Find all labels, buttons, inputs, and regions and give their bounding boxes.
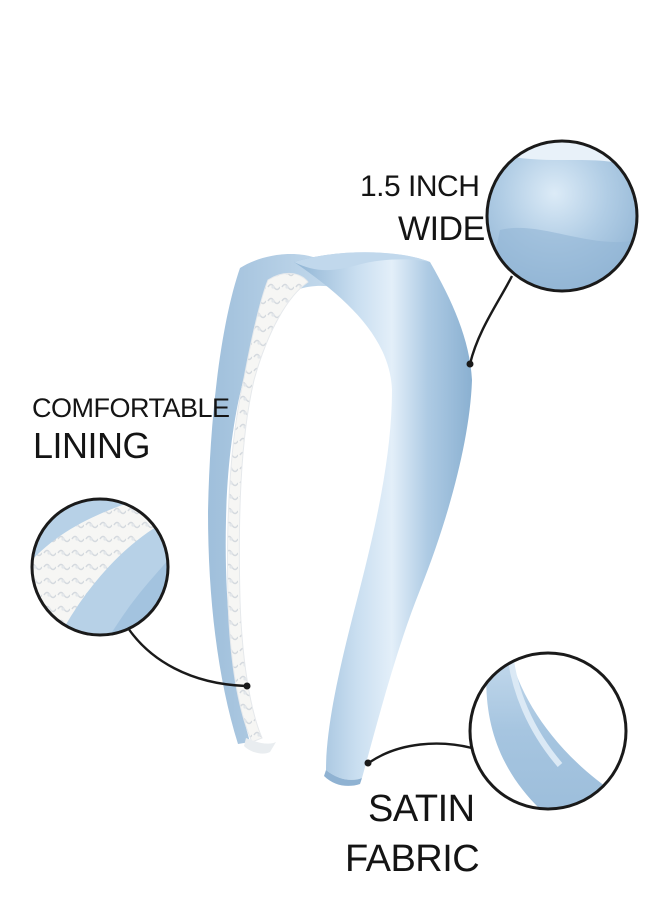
fabric-label-line1: SATIN	[368, 788, 475, 830]
zoom-circle-satin-edge	[364, 651, 628, 811]
width-label-line2: WIDE	[398, 210, 485, 248]
fabric-label-line2: FABRIC	[345, 838, 480, 880]
satin-top-edge	[294, 252, 430, 271]
zoom-circle-fabric-width	[466, 139, 639, 368]
lining-end	[244, 738, 276, 754]
headband	[208, 252, 472, 786]
lining-label-line1: COMFORTABLE	[32, 393, 230, 423]
lining-label-line2: LINING	[33, 425, 151, 466]
satin-end	[324, 770, 362, 786]
satin-face	[294, 252, 472, 780]
headband-inner-surface	[208, 254, 345, 744]
width-label-line1: 1.5 INCH	[360, 170, 480, 203]
lace-lining	[227, 273, 309, 743]
zoom-circle-lining	[30, 497, 251, 690]
